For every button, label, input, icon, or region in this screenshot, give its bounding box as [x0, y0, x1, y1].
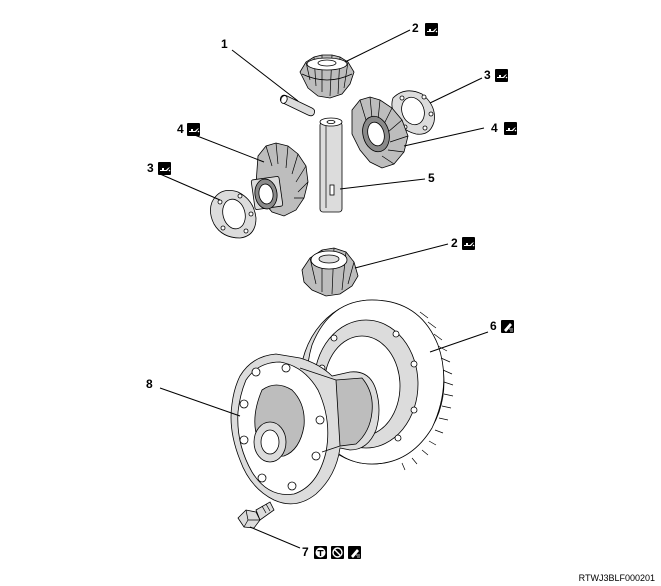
- leader-1: [231, 49, 299, 102]
- callout-8: 8: [146, 377, 153, 391]
- oil-can-icon: [425, 23, 438, 36]
- callout-5: 5: [428, 171, 435, 185]
- leader-4b: [403, 127, 485, 147]
- pinion-gear-bottom: [301, 247, 359, 297]
- oil-can-icon: [495, 69, 508, 82]
- pinion-shaft: [319, 117, 343, 213]
- side-gear-right: [351, 96, 409, 169]
- ring-gear-bolt: [237, 501, 275, 529]
- callout-2-top: 2: [412, 21, 419, 35]
- differential-case: [230, 353, 380, 505]
- leader-2b: [354, 243, 449, 269]
- pinion-shaft-pin: [279, 94, 316, 117]
- callout-1: 1: [221, 37, 228, 51]
- leader-3a: [429, 77, 483, 104]
- callout-3-left: 3: [147, 161, 154, 175]
- pinion-gear-top: [299, 54, 355, 99]
- oil-can-icon: [187, 123, 200, 136]
- leader-6: [429, 331, 489, 353]
- callout-7: 7: [302, 545, 309, 559]
- leader-4a: [191, 133, 265, 163]
- side-gear-left: [250, 142, 309, 217]
- callout-6: 6: [490, 319, 497, 333]
- leader-5: [339, 178, 426, 190]
- do-not-reuse-icon: [331, 546, 344, 559]
- leader-8: [159, 387, 241, 417]
- torque-icon: [314, 546, 327, 559]
- callout-4-right: 4: [491, 121, 498, 135]
- grease-apply-icon: [501, 320, 514, 333]
- figure-code: RTWJ3BLF000201: [578, 573, 655, 583]
- thrust-washer-left: [210, 189, 257, 239]
- oil-can-icon: [462, 237, 475, 250]
- callout-4-left: 4: [177, 122, 184, 136]
- callout-3-right: 3: [484, 68, 491, 82]
- oil-can-icon: [504, 122, 517, 135]
- oil-can-icon: [158, 162, 171, 175]
- leader-3b: [159, 173, 221, 201]
- leader-2a: [344, 29, 411, 63]
- leader-7: [249, 526, 301, 549]
- callout-2-bottom: 2: [451, 236, 458, 250]
- grease-apply-icon: [348, 546, 361, 559]
